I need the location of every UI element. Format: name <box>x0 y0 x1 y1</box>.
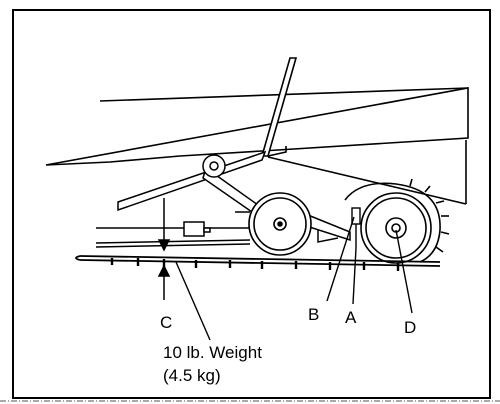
rear-idler-wheel <box>360 192 432 264</box>
dimension-c-arrows <box>157 198 171 300</box>
support-strut <box>260 57 298 157</box>
leader-d <box>395 229 413 314</box>
label-weight-line1: 10 lb. Weight <box>163 343 262 362</box>
track-lugs <box>110 258 400 271</box>
label-b: B <box>308 305 319 324</box>
track-around-rear-wheel <box>344 178 450 263</box>
track-top-strip <box>95 239 251 248</box>
leader-lines <box>175 216 413 341</box>
adjuster-bolt <box>351 207 361 248</box>
leader-a <box>352 247 357 305</box>
label-d: D <box>404 318 416 337</box>
spring-bracket <box>183 221 211 237</box>
label-c: C <box>160 313 172 332</box>
leader-b <box>326 216 355 302</box>
leader-weight <box>175 261 211 341</box>
tunnel-body <box>45 87 469 205</box>
upper-pivot-wheel <box>202 154 226 178</box>
middle-idler-wheel <box>248 192 312 256</box>
label-weight-line2: (4.5 kg) <box>163 366 221 385</box>
frame-border <box>12 9 491 399</box>
track-rail <box>75 255 441 267</box>
label-a: A <box>345 308 357 327</box>
